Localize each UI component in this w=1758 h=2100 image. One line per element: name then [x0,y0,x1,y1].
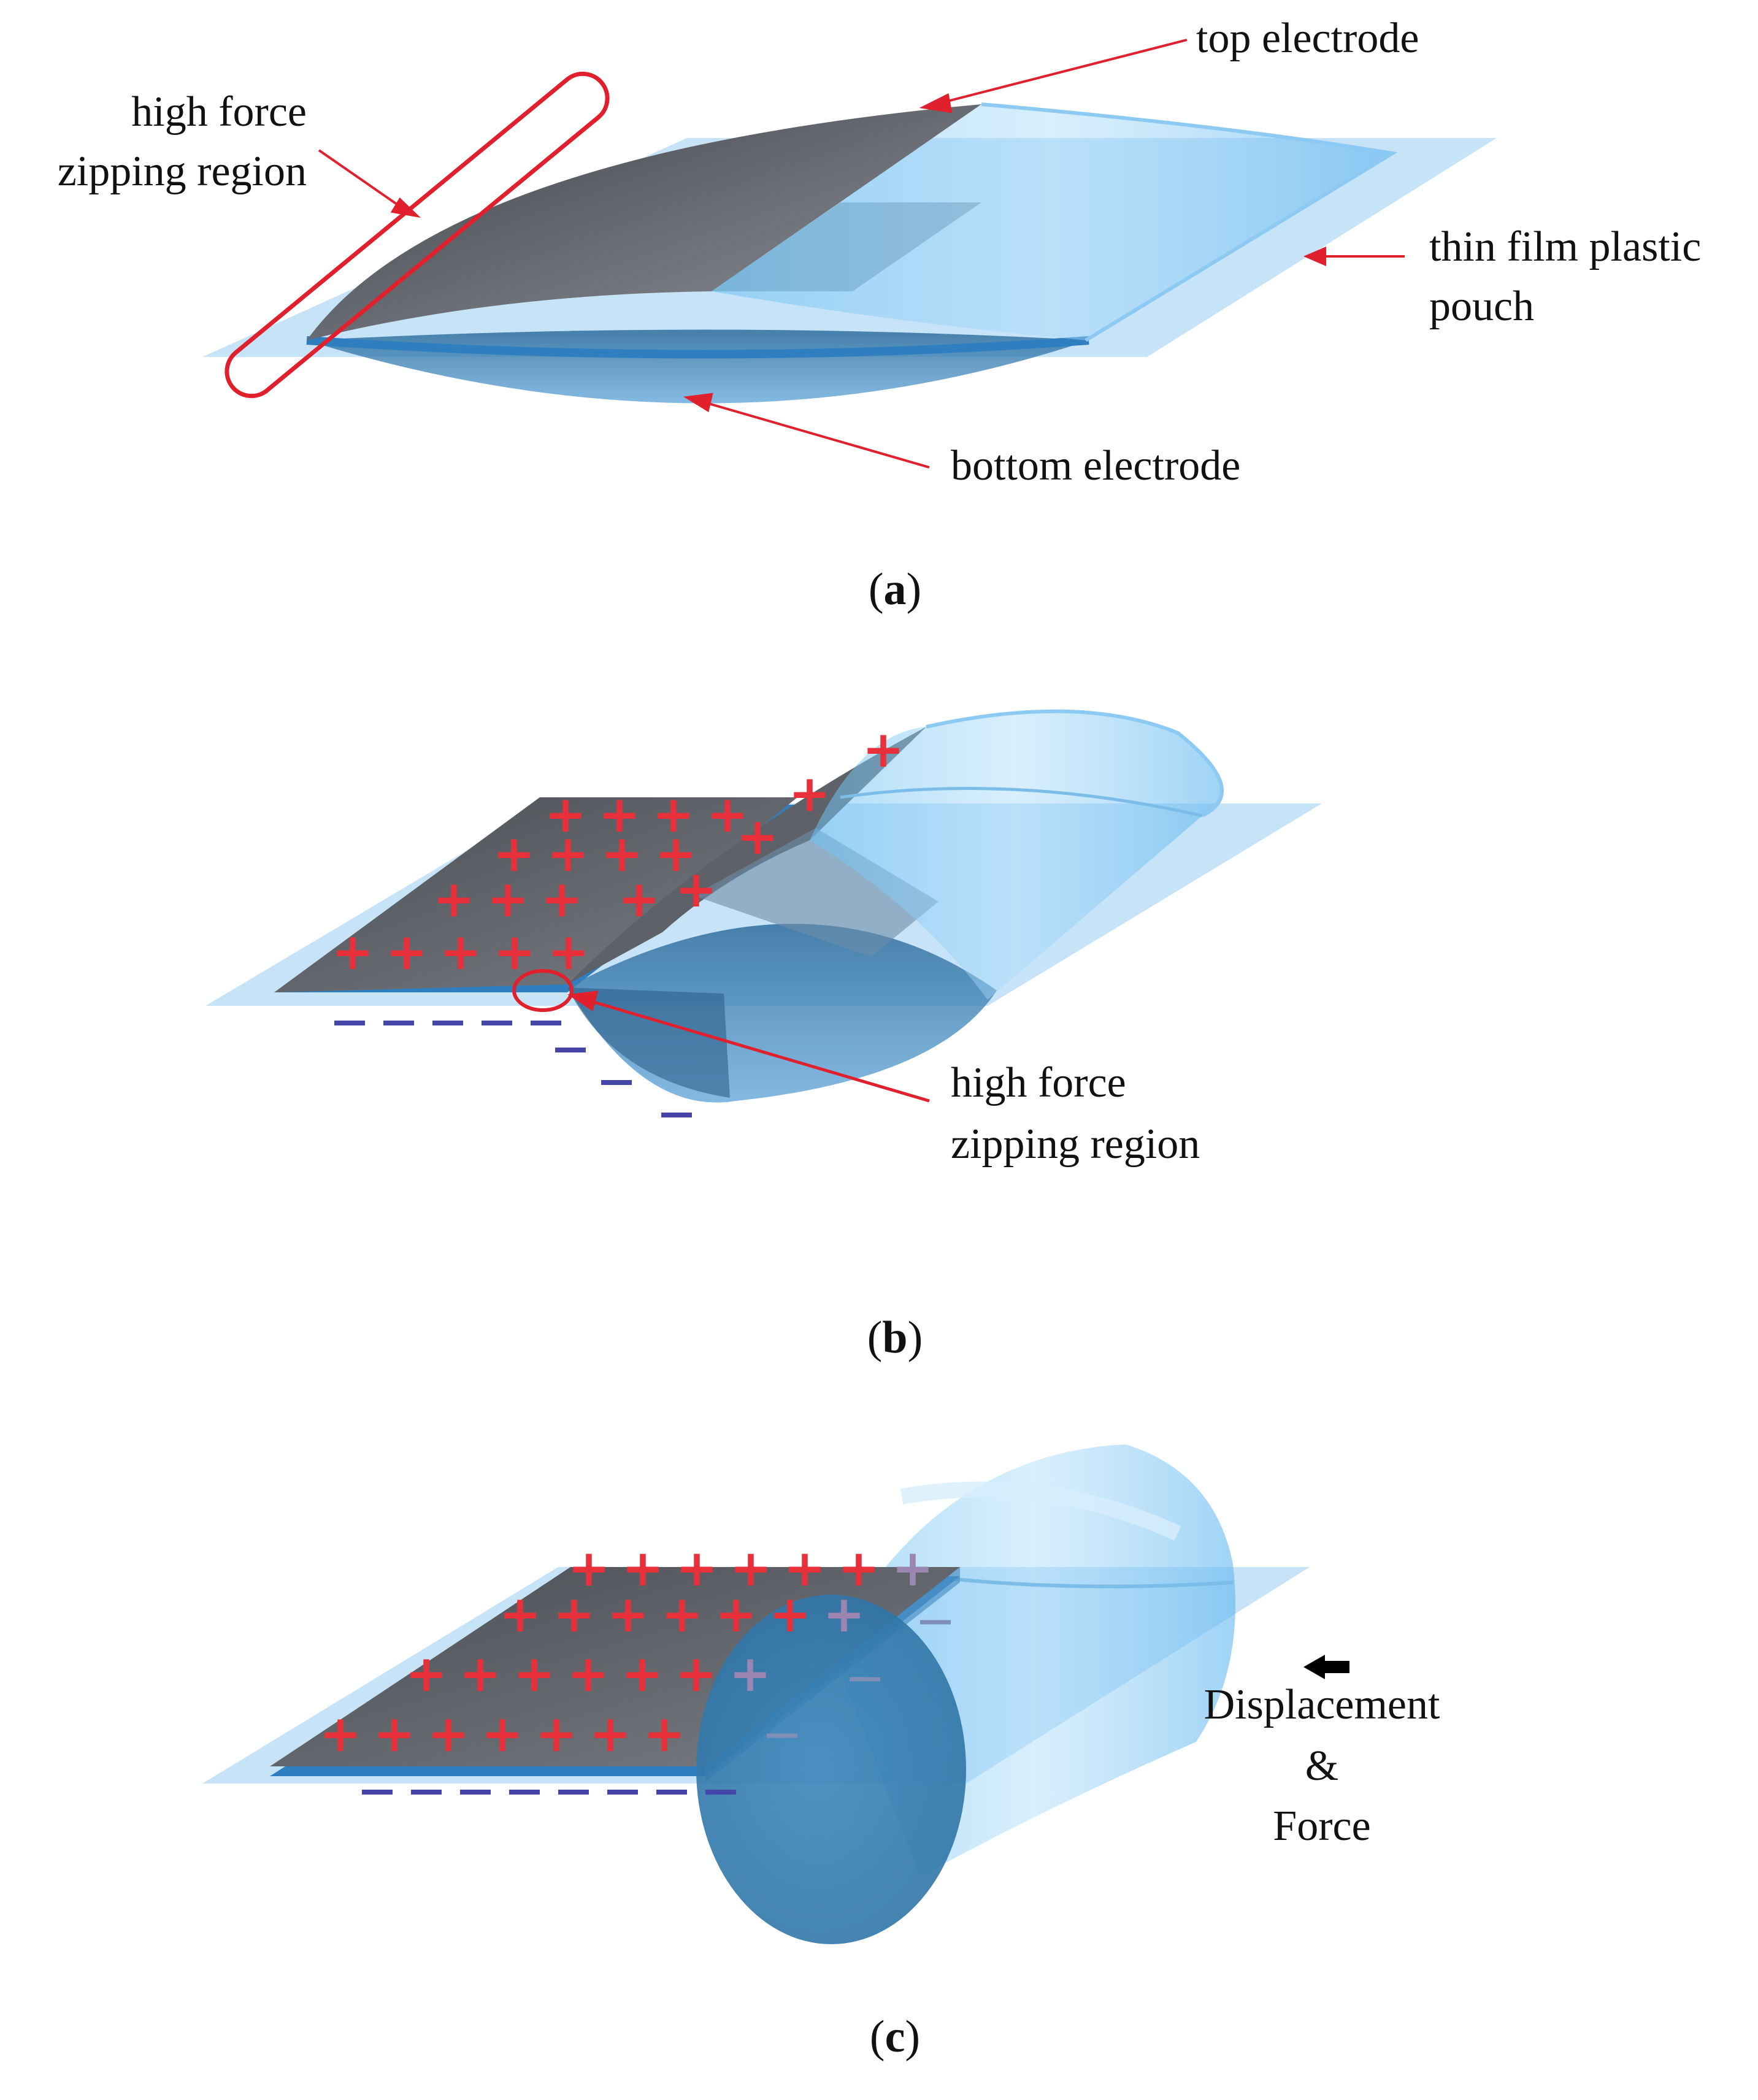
positive-charge: + [862,721,905,779]
positive-charge: + [661,1585,704,1644]
positive-charge: + [784,1539,826,1598]
label-high-force-line2-a: zipping region [58,148,307,195]
negative-charges-b [334,1021,692,1117]
positive-charge: + [676,1539,718,1598]
pouch-edge-a [981,102,1398,342]
positive-charge: + [553,1585,596,1644]
positive-charge: + [567,1645,610,1703]
top-electrode-a [307,104,981,340]
positive-charge: + [622,1539,664,1598]
positive-charge: + [568,1539,610,1598]
label-high-force-line1-b: high force [951,1059,1126,1106]
positive-charge: + [769,1585,812,1644]
positive-charge: + [535,1705,578,1763]
positive-charge: + [823,1585,866,1644]
positive-charge: + [643,1705,686,1763]
label-high-force-line2-b: zipping region [951,1121,1200,1168]
positive-charge: + [493,825,535,883]
positive-charge: + [589,1705,632,1763]
left-arrow-icon [1303,1655,1349,1679]
negative-charges-c [362,1620,951,1795]
positive-charge: + [599,786,641,844]
positive-charge: + [545,786,587,844]
lower-bulge-shadow-b [567,987,730,1098]
positive-charge: + [653,786,695,844]
positive-charge: + [838,1539,880,1598]
pouch-b [810,711,1222,1000]
positive-charge: + [499,1585,542,1644]
panel-c: + + + + + + + + + + + + + + + + + + + + … [202,1444,1440,2062]
zipping-region-highlight-a [225,71,610,399]
positive-charge: + [541,870,583,929]
positive-charge: + [320,1705,362,1763]
positive-charge: + [482,1705,524,1763]
positive-charge: + [433,870,475,929]
cylinder-end-disk-c [696,1595,966,1944]
positive-charges-b: + + + + + + + + + + + + + + + + + + + + … [332,721,905,981]
positive-charge: + [621,1645,664,1703]
panel-a: top electrode high force zipping region … [58,15,1702,615]
inner-panel-b [693,828,938,957]
positive-charge: + [655,825,697,883]
pouch-edge-b [926,709,1224,818]
positive-charge: + [440,923,482,981]
label-force: Force [1273,1803,1370,1850]
positive-charge: + [675,860,718,919]
pouch-fold-b [840,786,1203,818]
pouch-a [712,104,1392,340]
positive-charge: + [459,1645,502,1703]
label-ampersand: & [1305,1742,1338,1790]
zipped-electrode-b [274,797,797,992]
positive-charge: + [547,825,589,883]
caption-a: (a) [869,564,921,615]
positive-charge: + [405,1645,448,1703]
annotation-arrow-b [567,991,930,1103]
positive-charge: + [715,1585,758,1644]
positive-charge: + [332,923,374,981]
positive-charge: + [601,825,643,883]
positive-charge: + [737,808,779,866]
label-high-force-line1-a: high force [131,88,307,136]
label-displacement: Displacement [1204,1681,1440,1728]
label-thin-film-line1: thin film plastic [1429,223,1701,270]
positive-charge: + [892,1539,934,1598]
positive-charge: + [618,870,661,929]
positive-charge: + [675,1645,718,1703]
positive-charge: + [789,765,831,823]
positive-charge: + [730,1539,772,1598]
positive-charge: + [729,1645,772,1703]
label-top-electrode: top electrode [1196,15,1419,62]
cylinder-highlight-c [900,1481,1181,1541]
positive-charge: + [513,1645,556,1703]
label-thin-film-line2: pouch [1429,283,1534,330]
bottom-bulge-a [307,329,1089,404]
caption-c: (c) [870,2012,920,2062]
positive-charge: + [607,1585,650,1644]
annotation-arrows-a [318,39,1405,469]
positive-charges-c: + + + + + + + + + + + + + + + + + + + + … [320,1539,934,1763]
caption-b: (b) [867,1312,923,1363]
label-bottom-electrode: bottom electrode [951,442,1240,489]
positive-charge: + [487,870,529,929]
positive-charge: + [374,1705,416,1763]
bottom-electrode-a [306,336,1089,359]
zipping-region-highlight-b [512,969,574,1012]
positive-charge: + [428,1705,470,1763]
positive-charge: + [386,923,428,981]
panel-b: + + + + + + + + + + + + + + + + + + + + … [205,709,1322,1363]
positive-charge: + [707,786,749,844]
